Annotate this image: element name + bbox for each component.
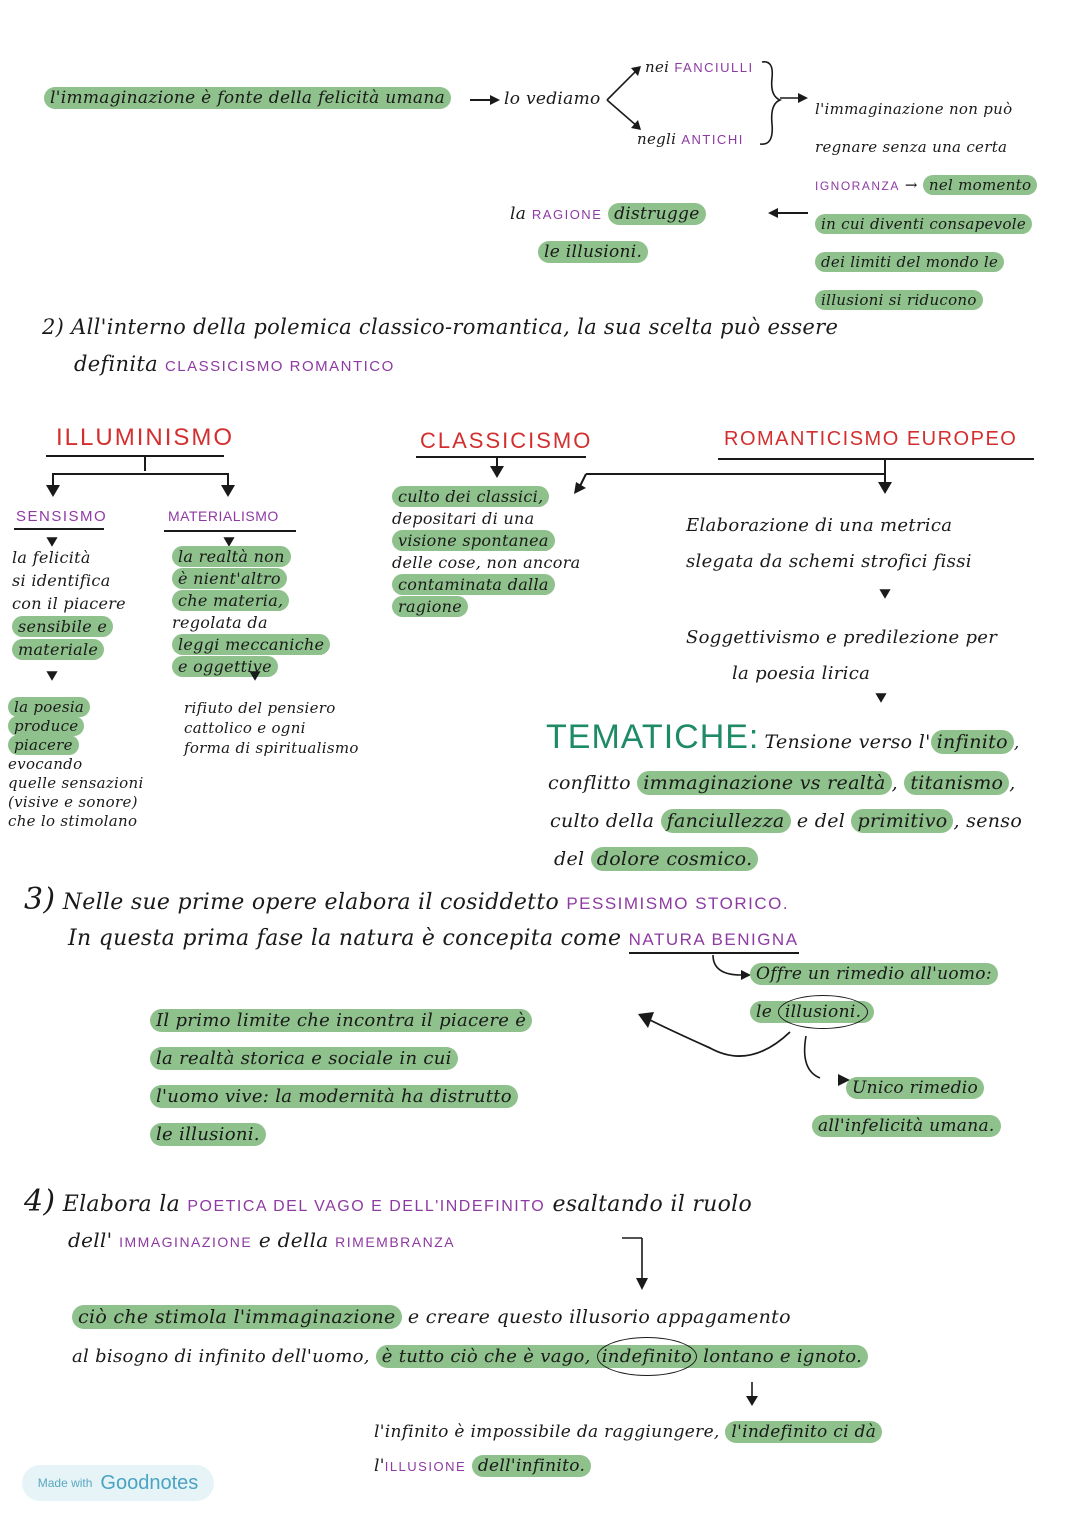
- tematiche-line-4: del dolore cosmico.: [554, 847, 759, 871]
- antichi-branch: negli ANTICHI: [637, 130, 744, 148]
- arrow-down-icon: [746, 1382, 758, 1406]
- conclusion-line-1: l'infinito è impossibile da raggiungere,…: [374, 1421, 883, 1443]
- classicismo-text: culto dei classici, depositari di una vi…: [392, 486, 581, 617]
- curved-arrow-icon: [638, 1012, 821, 1079]
- arrow-to-offre-icon: [712, 954, 751, 980]
- section-4-line-1: 4) Elabora la POETICA DEL VAGO E DELL'IN…: [24, 1184, 753, 1219]
- materialismo-result: rifiuto del pensiero cattolico e ogni fo…: [184, 699, 359, 757]
- section-2-line-1: 2) All'interno della polemica classico-r…: [42, 315, 839, 339]
- arrow-down-icon: [878, 482, 892, 494]
- arrow-down-icon: [46, 537, 58, 547]
- brace-icon: [759, 61, 808, 145]
- sensismo-title: SENSISMO: [16, 508, 108, 525]
- arrow-down-icon: [221, 485, 235, 497]
- romanticismo-title: ROMANTICISMO EUROPEO: [724, 428, 1018, 450]
- branch-arrows-icon: [606, 66, 641, 130]
- arrow-right-icon: [838, 1074, 850, 1086]
- arrow-down-icon: [223, 537, 235, 547]
- section-4-para-1: ciò che stimola l'immaginazione e creare…: [72, 1305, 791, 1329]
- lo-vediamo-label: lo vediamo: [504, 89, 601, 109]
- romanticismo-point-1: Elaborazione di una metrica slegata da s…: [686, 515, 972, 572]
- fanciulli-branch: nei FANCIULLI: [645, 58, 754, 76]
- connector: [144, 457, 146, 471]
- tematiche-line-3: culto della fanciullezza e del primitivo…: [550, 809, 1023, 833]
- arrow-down-icon: [875, 693, 887, 703]
- connector: [52, 473, 54, 485]
- romanticismo-point-2: Soggettivismo e predilezione per la poes…: [686, 627, 998, 684]
- circled-illusioni: illusioni.: [777, 995, 869, 1029]
- unico-line-1: Unico rimedio: [846, 1077, 985, 1099]
- materialismo-title: MATERIALISMO: [168, 508, 279, 524]
- divider: [718, 458, 1034, 460]
- arrow-down-icon: [46, 671, 58, 681]
- arrow-down-icon: [879, 589, 891, 599]
- ragione-line-2: le illusioni.: [538, 241, 649, 263]
- conclusion-line-2: l'ILLUSIONE dell'infinito.: [374, 1455, 592, 1477]
- section-2-line-2: definita CLASSICISMO ROMANTICO: [74, 352, 395, 376]
- offre-line-1: Offre un rimedio all'uomo:: [750, 963, 998, 985]
- arrow-right-icon: [470, 95, 500, 105]
- arrow-down-icon: [46, 485, 60, 497]
- arrow-down-icon: [490, 466, 504, 478]
- circled-indefinito: indefinito: [596, 1337, 698, 1376]
- arrow-left-icon: [768, 208, 808, 218]
- connector: [52, 473, 228, 475]
- connector: [884, 460, 886, 482]
- limite-block: Il primo limite che incontra il piacere …: [150, 1002, 533, 1154]
- main-statement: l'immaginazione è fonte della felicità u…: [44, 87, 452, 109]
- consequence-block: l'immaginazione non può regnare senza un…: [815, 90, 1038, 319]
- illuminismo-title: ILLUMINISMO: [56, 424, 235, 451]
- section-3-line-2: In questa prima fase la natura è concepi…: [68, 926, 799, 954]
- ragione-line: la RAGIONE distrugge: [510, 203, 706, 225]
- tematiche-line-1: TEMATICHE: Tensione verso l'infinito,: [546, 718, 1020, 756]
- connector: [496, 458, 498, 468]
- divider: [46, 455, 224, 457]
- divider: [164, 530, 296, 532]
- divider: [416, 456, 586, 458]
- unico-line-2: all'infelicità umana.: [812, 1115, 1001, 1137]
- tematiche-line-2: conflitto immaginazione vs realtà, titan…: [548, 771, 1016, 795]
- section-4-line-2: dell' IMMAGINAZIONE e della RIMEMBRANZA: [68, 1228, 456, 1252]
- goodnotes-watermark: Made with Goodnotes: [22, 1465, 214, 1501]
- section-4-para-2: al bisogno di infinito dell'uomo, è tutt…: [72, 1337, 869, 1376]
- offre-line-2: le illusioni.: [750, 995, 875, 1029]
- sensismo-result: la poesia produce piacere evocando quell…: [8, 697, 144, 830]
- arrow-down-icon: [249, 671, 261, 681]
- arrow-down-bracket-icon: [622, 1237, 648, 1290]
- connector: [227, 473, 229, 485]
- divider: [14, 528, 104, 530]
- sensismo-text: la felicità si identifica con il piacere…: [12, 548, 126, 660]
- arrow-to-classicismo-icon: [574, 473, 884, 494]
- section-3-line-1: 3) Nelle sue prime opere elabora il cosi…: [24, 882, 790, 917]
- materialismo-text: la realtà non è nient'altro che materia,…: [172, 546, 331, 678]
- classicismo-title: CLASSICISMO: [420, 428, 593, 453]
